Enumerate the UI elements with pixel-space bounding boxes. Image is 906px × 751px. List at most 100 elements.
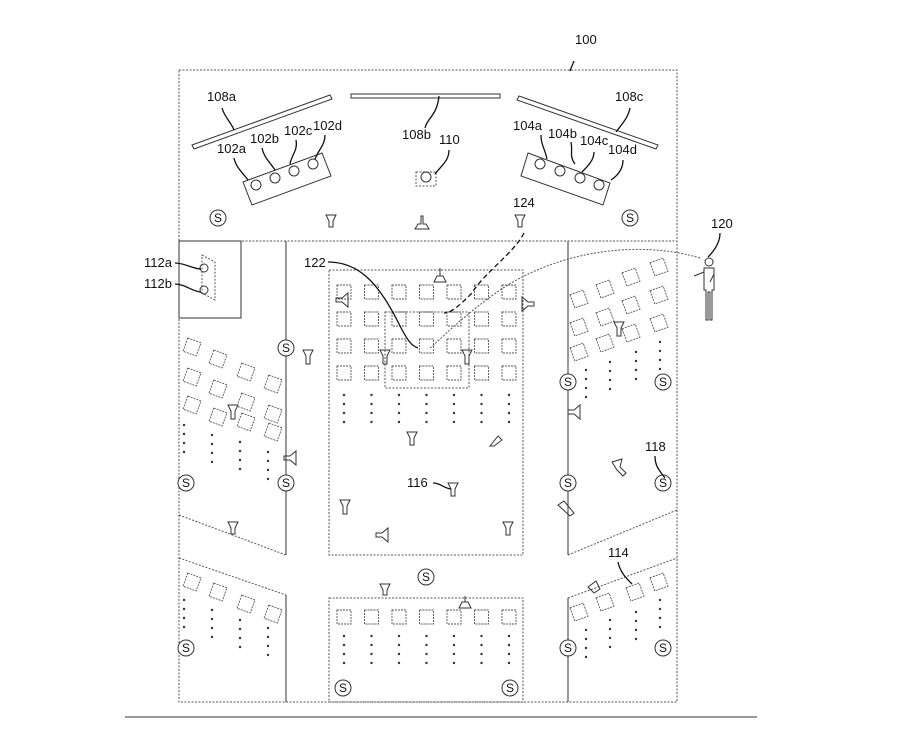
label-124: 124 [513,195,535,210]
dot [342,393,346,397]
product-box-icon [474,365,489,381]
dot [425,652,428,656]
dot [480,420,483,424]
dot [608,378,612,382]
sensor-s-icon: S [559,373,577,391]
dot [658,598,662,602]
dot [584,377,588,381]
product-box-icon [595,307,615,327]
dot [397,402,401,406]
bottom-left-edge [178,557,287,596]
product-box-icon [182,395,202,415]
dot [425,411,428,415]
dot [238,618,242,622]
dot [266,477,270,481]
product-box-icon [364,609,379,625]
dot [182,450,186,454]
station-112-box [178,240,242,319]
dot [238,627,242,631]
dot [658,367,662,371]
svg-text:S: S [626,211,634,225]
product-box-icon [569,317,589,337]
leader-lines [174,60,721,585]
svg-text:S: S [564,641,572,655]
dot [210,635,214,639]
svg-text:S: S [182,641,190,655]
svg-text:S: S [282,476,290,490]
product-box-icon [364,284,379,300]
dot [425,643,428,647]
product-box-icon [364,365,379,381]
product-box-icon [419,311,434,327]
dot [342,634,346,638]
dot [238,467,242,471]
product-box-icon [336,311,352,327]
product-box-icon [474,311,489,327]
dot [608,618,612,622]
dot [342,411,346,415]
product-box-icon [336,365,352,381]
product-box-icon [474,284,489,300]
camera-icon [199,254,216,301]
sensor-s-icon: S [559,474,577,492]
dot [266,459,270,463]
dot [507,420,511,424]
dot [238,458,242,462]
product-box-icon [419,365,434,381]
label-102b: 102b [250,131,279,146]
product-box-icon [391,284,407,300]
product-box-icon [391,338,407,354]
product-box-icon [391,365,407,381]
label-102c: 102c [284,123,313,138]
person-icon [693,257,715,321]
dot [507,634,511,638]
dot [452,411,456,415]
sensor-s-icon: S [501,679,519,697]
dot [425,420,428,424]
sensor-s-icon: S [277,474,295,492]
dot [266,468,270,472]
product-box-icon [501,311,517,327]
dot [342,420,346,424]
dot [182,607,186,611]
dot [584,368,588,372]
product-box-icon [236,362,256,382]
right-shelf-edge [567,509,678,556]
sensor-s-icon: S [654,373,672,391]
dot [608,387,612,391]
dot [210,433,214,437]
product-boxes [182,257,669,659]
dot [480,661,483,665]
dot [584,395,588,399]
product-box-icon [474,338,489,354]
product-grid [336,284,517,665]
dot [182,423,186,427]
dot [238,449,242,453]
dot [452,420,456,424]
product-box-icon [446,365,462,381]
product-box-icon [336,338,352,354]
display-frame-icon [191,93,659,150]
dot [370,393,373,397]
dot [658,349,662,353]
dot [452,402,456,406]
product-box-icon [446,338,462,354]
dot [210,442,214,446]
product-box-icon [263,374,283,394]
product-box-icon [569,289,589,309]
product-box-icon [595,333,615,353]
product-box-icon [419,284,434,300]
svg-text:S: S [214,211,222,225]
label-102a: 102a [217,141,247,156]
product-box-icon [649,257,669,277]
dot [266,635,270,639]
label-104a: 104a [513,118,543,133]
dot [480,652,483,656]
dot [370,402,373,406]
label-100: 100 [575,32,597,47]
product-box-icon [263,422,283,442]
dot [182,616,186,620]
camera-110 [415,171,437,187]
dot [608,627,612,631]
